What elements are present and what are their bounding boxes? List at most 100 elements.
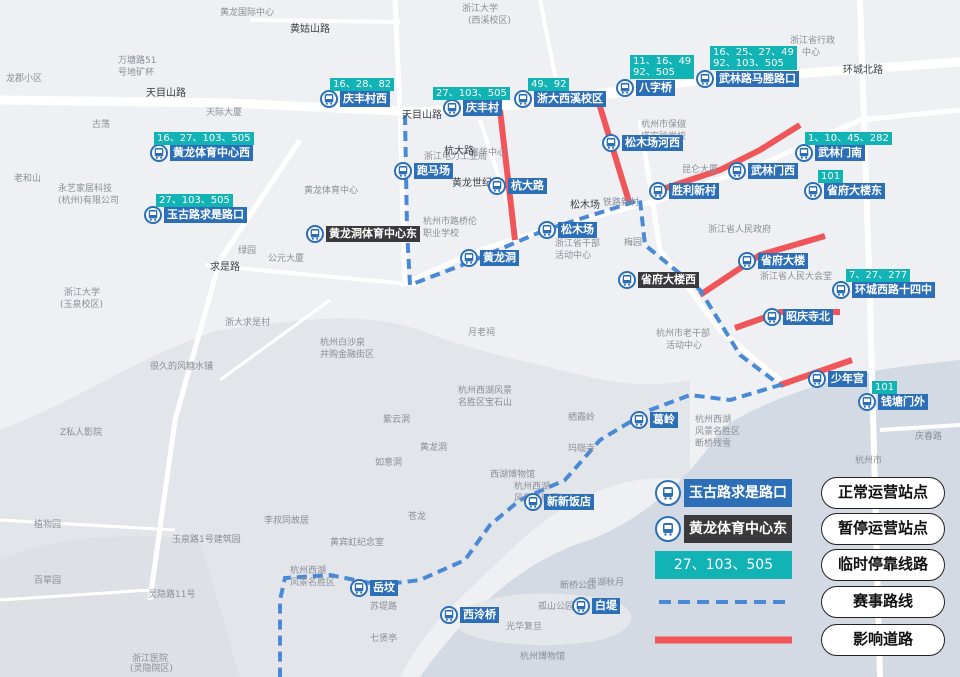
road-label: 环城北路 [843, 65, 883, 76]
bus-stop[interactable]: 黄龙体育中心西 [150, 144, 253, 162]
stop-name: 西泠桥 [460, 607, 499, 623]
affected-road-hangda [497, 109, 518, 241]
stop-name: 少年宫 [828, 371, 867, 387]
bus-icon [630, 411, 648, 429]
place-label: 黄龙体育中心 [304, 186, 359, 196]
place-label: 绿园 [238, 246, 257, 256]
hill-area-north [0, 536, 240, 677]
bus-icon [514, 90, 532, 108]
stop-name: 庆丰村 [463, 100, 502, 116]
legend-route-label: 赛事路线 [821, 586, 945, 618]
bus-stop[interactable]: 钱塘门外 [858, 393, 928, 411]
bus-icon [728, 162, 746, 180]
legend-lines-sample: 27、103、505 [655, 551, 792, 579]
place-label: 很久的风糖水铺 [150, 362, 214, 372]
bus-icon [394, 162, 412, 180]
legend-lines-label: 临时停靠线路 [821, 549, 945, 581]
bus-stop[interactable]: 玉古路求是路口 [144, 206, 247, 224]
place-label: 断桥公园 [560, 581, 597, 591]
bus-icon [144, 206, 162, 224]
stop-name: 松木场 [558, 222, 597, 238]
race-route [278, 114, 785, 677]
temp-lines-badge: 16、28、82 [330, 78, 395, 91]
road-shengfu [637, 119, 782, 382]
road-hill-small [219, 298, 331, 382]
place-label: 天际大厦 [206, 108, 243, 118]
place-label: 古荡 [92, 120, 111, 130]
affected-road-wulin [659, 122, 802, 193]
stop-name: 省府大楼 [758, 253, 808, 269]
road-label: 杭大路 [444, 146, 474, 157]
road-yuquan [0, 518, 176, 532]
temp-lines-badge: 101 [872, 381, 898, 394]
bus-stop[interactable]: 新新饭店 [524, 493, 594, 511]
temp-lines-badge: 27、103、505 [156, 194, 233, 207]
place-label: 百草园 [34, 576, 62, 586]
bus-icon [655, 516, 681, 542]
bus-stop[interactable]: 浙大西溪校区 [514, 90, 606, 108]
road-label: 黄姑山路 [290, 24, 330, 35]
place-label: 庆春路 [915, 432, 943, 442]
bus-icon [808, 370, 826, 388]
temp-lines-badge: 27、103、505 [433, 87, 510, 100]
bus-icon [443, 99, 461, 117]
legend-paused-sample: 黄龙体育中心东 [684, 515, 792, 543]
bus-stop[interactable]: 西泠桥 [440, 606, 499, 624]
bus-stop[interactable]: 跑马场 [394, 162, 453, 180]
road-west-diag [147, 138, 303, 601]
bus-stop[interactable]: 松木场河西 [602, 134, 683, 152]
stop-name: 钱塘门外 [878, 394, 928, 410]
bus-icon [488, 177, 506, 195]
stop-name: 八字桥 [636, 80, 675, 96]
stop-name: 胜利新村 [669, 183, 719, 199]
bus-icon [572, 597, 590, 615]
bus-stop[interactable]: 松木场 [538, 221, 597, 239]
bus-stop[interactable]: 省府大楼东 [804, 182, 885, 200]
place-label: 中心 [802, 48, 821, 58]
bus-stop[interactable]: 白堤 [572, 597, 620, 615]
bus-stop[interactable]: 环城西路十四中 [832, 281, 935, 299]
place-label: 西湖博物馆 [490, 470, 536, 480]
place-label: 孤山公园 [538, 602, 575, 612]
bus-stop[interactable]: 八字桥 [616, 79, 675, 97]
road-label: 天目山路 [402, 110, 442, 121]
place-label: 名胜区宝石山 [458, 398, 513, 408]
bus-stop[interactable]: 省府大楼 [738, 252, 808, 270]
place-label: 梅园 [624, 238, 643, 248]
bus-icon [616, 79, 634, 97]
bus-stop[interactable]: 胜利新村 [649, 182, 719, 200]
bus-icon [649, 182, 667, 200]
bus-stop[interactable]: 省府大楼西 [618, 271, 699, 289]
legend-paused-label: 暂停运营站点 [821, 513, 945, 545]
bus-stop[interactable]: 武林路马塍路口 [696, 70, 799, 88]
bus-stop[interactable]: 昭庆寺北 [763, 308, 833, 326]
bus-stop[interactable]: 葛岭 [630, 411, 678, 429]
bus-stop[interactable]: 武林门南 [795, 144, 865, 162]
affected-road-songmuchang [595, 99, 633, 206]
place-label: 杭州市老干部 [656, 329, 711, 339]
place-label: 李叔同故居 [264, 516, 310, 526]
place-label: 并购金融街区 [320, 350, 375, 360]
bus-stop[interactable]: 黄龙洞体育中心东 [306, 225, 420, 243]
bus-icon [618, 271, 636, 289]
stop-name: 黄龙洞 [480, 250, 519, 266]
bus-stop[interactable]: 武林门西 [728, 162, 798, 180]
bus-stop[interactable]: 岳坟 [350, 579, 398, 597]
bus-stop[interactable]: 庆丰村 [443, 99, 502, 117]
bus-stop[interactable]: 庆丰村西 [320, 90, 390, 108]
stop-name: 武林路马塍路口 [716, 71, 799, 87]
temp-lines-badge: 49、92 [528, 78, 570, 91]
place-label: 杭州博物馆 [520, 652, 566, 662]
bus-stop[interactable]: 杭大路 [488, 177, 547, 195]
place-label: 昆仑大厦 [682, 165, 719, 175]
place-label: (玉泉校区) [60, 300, 104, 310]
temp-lines-badge: 16、27、103、505 [154, 132, 254, 145]
bus-stop[interactable]: 黄龙洞 [460, 249, 519, 267]
bus-stop[interactable]: 少年宫 [808, 370, 867, 388]
place-label: 杭州西湖 [514, 482, 551, 492]
place-label: 黄宾虹纪念室 [330, 538, 385, 548]
place-label: 杭州市保俶 [641, 120, 687, 130]
bus-icon [440, 606, 458, 624]
place-label: 平湖秋月 [588, 578, 625, 588]
